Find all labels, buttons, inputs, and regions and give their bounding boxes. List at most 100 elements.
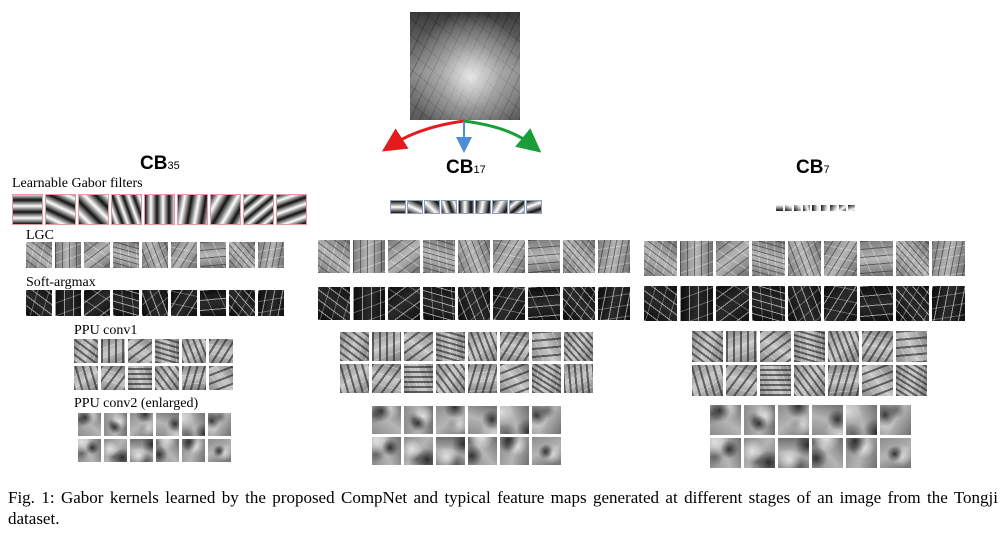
gabor-filter-cb17-row — [390, 200, 542, 214]
softargmax-map-cb35-tile — [258, 290, 284, 316]
lgc-map-cb7-row — [644, 241, 965, 276]
gabor-filter-cb35-tile — [276, 194, 307, 225]
softargmax-map-cb35-tile — [142, 290, 168, 316]
ppu-conv1-map-cb17-tile — [436, 332, 465, 361]
ppu-conv2-map-cb7-tile — [880, 405, 911, 435]
ppu-conv2-map-cb7-tile — [710, 405, 741, 435]
gabor-filter-cb17-tile — [458, 200, 474, 214]
ppu-conv2-map-cb35-tile — [182, 439, 205, 462]
ppu-conv2-map-cb7-tile — [710, 438, 741, 468]
branch-arrows — [381, 119, 542, 153]
gabor-filter-cb35-tile — [177, 194, 208, 225]
softargmax-map-cb35-tile — [113, 290, 139, 316]
ppu-conv2-map-cb35-tile — [156, 413, 179, 436]
ppu-conv1-maps-cb17 — [340, 332, 593, 393]
label-ppu-conv1: PPU conv1 — [74, 323, 138, 338]
ppu-conv2-map-cb7-row — [710, 438, 911, 468]
gabor-filters-cb17 — [390, 200, 542, 214]
gabor-filter-cb7-tile — [830, 205, 837, 211]
ppu-conv2-map-cb17-tile — [372, 437, 401, 465]
ppu-conv1-map-cb7-tile — [828, 365, 859, 396]
gabor-filter-cb7-tile — [803, 205, 810, 211]
gabor-filter-cb7-tile — [794, 205, 801, 211]
lgc-map-cb7-tile — [788, 241, 821, 276]
gabor-filter-cb17-tile — [492, 200, 508, 214]
softargmax-map-cb35-tile — [26, 290, 52, 316]
ppu-conv1-map-cb17-tile — [500, 364, 529, 393]
ppu-conv2-map-cb17-tile — [500, 406, 529, 434]
lgc-map-cb7-tile — [752, 241, 785, 276]
ppu-conv2-map-cb17-tile — [436, 406, 465, 434]
gabor-filter-cb35-tile — [111, 194, 142, 225]
ppu-conv2-map-cb17-tile — [500, 437, 529, 465]
ppu-conv1-map-cb35-tile — [155, 339, 179, 363]
ppu-conv1-map-cb35-tile — [128, 339, 152, 363]
lgc-map-cb17-tile — [353, 240, 385, 273]
ppu-conv1-map-cb35-tile — [155, 366, 179, 390]
ppu-conv2-map-cb17-tile — [468, 406, 497, 434]
ppu-conv1-map-cb17-tile — [340, 364, 369, 393]
ppu-conv1-map-cb17-tile — [436, 364, 465, 393]
lgc-map-cb7-tile — [644, 241, 677, 276]
cb35-title: CB35 — [140, 153, 180, 174]
ppu-conv2-map-cb35-tile — [78, 413, 101, 436]
ppu-conv1-map-cb17-tile — [340, 332, 369, 361]
lgc-map-cb35-tile — [171, 242, 197, 268]
gabor-filter-cb17-tile — [509, 200, 525, 214]
ppu-conv1-map-cb17-tile — [564, 364, 593, 393]
ppu-conv1-map-cb7-row — [692, 331, 927, 362]
ppu-conv1-map-cb35-tile — [74, 366, 98, 390]
green-arrow — [463, 119, 542, 153]
softargmax-maps-cb17 — [318, 287, 630, 320]
lgc-map-cb17-tile — [563, 240, 595, 273]
ppu-conv1-map-cb7-tile — [692, 365, 723, 396]
lgc-map-cb17-tile — [458, 240, 490, 273]
softargmax-map-cb7-tile — [896, 286, 929, 321]
ppu-conv1-map-cb7-tile — [896, 331, 927, 362]
ppu-conv2-map-cb35-tile — [78, 439, 101, 462]
ppu-conv2-map-cb7-tile — [880, 438, 911, 468]
ppu-conv2-map-cb7-tile — [812, 405, 843, 435]
softargmax-map-cb35-tile — [84, 290, 110, 316]
ppu-conv1-map-cb7-tile — [726, 331, 757, 362]
softargmax-map-cb35-tile — [171, 290, 197, 316]
ppu-conv2-map-cb17-tile — [532, 437, 561, 465]
lgc-map-cb35-tile — [113, 242, 139, 268]
ppu-conv1-map-cb7-tile — [794, 365, 825, 396]
softargmax-map-cb7-tile — [788, 286, 821, 321]
ppu-conv2-map-cb7-tile — [778, 438, 809, 468]
lgc-map-cb35-tile — [55, 242, 81, 268]
softargmax-map-cb17-tile — [598, 287, 630, 320]
ppu-conv2-maps-cb17 — [372, 406, 561, 465]
gabor-filter-cb7-tile — [839, 205, 846, 211]
ppu-conv1-map-cb35-tile — [128, 366, 152, 390]
gabor-filter-cb7-row — [776, 205, 855, 211]
lgc-map-cb17-tile — [598, 240, 630, 273]
gabor-filter-cb35-row — [12, 194, 307, 225]
ppu-conv1-map-cb7-tile — [692, 331, 723, 362]
red-arrow — [381, 119, 465, 152]
softargmax-map-cb35-tile — [55, 290, 81, 316]
softargmax-map-cb7-tile — [716, 286, 749, 321]
lgc-map-cb7-tile — [716, 241, 749, 276]
ppu-conv1-map-cb17-row — [340, 364, 593, 393]
ppu-conv1-maps-cb35 — [74, 339, 233, 390]
cb7-title: CB7 — [796, 157, 830, 178]
label-gabor-filters: Learnable Gabor filters — [12, 176, 143, 191]
gabor-filter-cb17-tile — [475, 200, 491, 214]
softargmax-map-cb7-row — [644, 286, 965, 321]
softargmax-map-cb35-tile — [200, 290, 226, 316]
gabor-filter-cb17-tile — [526, 200, 542, 214]
ppu-conv1-map-cb7-tile — [896, 365, 927, 396]
ppu-conv2-map-cb35-tile — [104, 413, 127, 436]
ppu-conv2-map-cb17-tile — [532, 406, 561, 434]
lgc-map-cb17-row — [318, 240, 630, 273]
ppu-conv1-map-cb35-tile — [74, 339, 98, 363]
lgc-map-cb35-tile — [84, 242, 110, 268]
ppu-conv1-map-cb7-tile — [794, 331, 825, 362]
lgc-map-cb17-tile — [528, 240, 560, 273]
lgc-map-cb17-tile — [493, 240, 525, 273]
ppu-conv2-map-cb17-tile — [468, 437, 497, 465]
softargmax-map-cb7-tile — [644, 286, 677, 321]
ppu-conv2-map-cb35-tile — [130, 413, 153, 436]
